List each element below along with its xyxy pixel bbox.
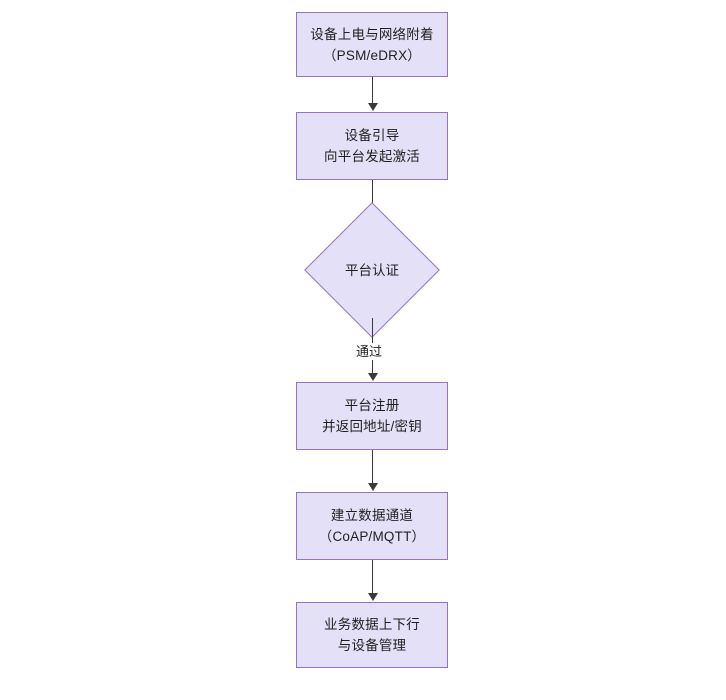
arrowhead-business-data xyxy=(368,593,378,601)
node-platform-register-line2: 并返回地址/密钥 xyxy=(322,419,422,434)
node-business-data-line2: 与设备管理 xyxy=(337,638,407,653)
arrowhead-bootstrap xyxy=(368,103,378,111)
node-power-on[interactable]: 设备上电与网络附着 （PSM/eDRX） xyxy=(296,12,448,77)
node-data-channel-line2: （CoAP/MQTT） xyxy=(318,529,426,544)
node-platform-auth-label: 平台认证 xyxy=(324,222,420,318)
node-bootstrap-line1: 设备引导 xyxy=(344,128,400,143)
node-power-on-line2: （PSM/eDRX） xyxy=(322,47,422,63)
node-platform-register-line1: 平台注册 xyxy=(344,398,400,413)
edge-data-channel-to-business xyxy=(372,560,373,594)
edge-register-to-data-channel xyxy=(372,450,373,484)
node-bootstrap[interactable]: 设备引导 向平台发起激活 xyxy=(296,112,448,180)
node-business-data-line1: 业务数据上下行 xyxy=(324,617,420,632)
node-business-data[interactable]: 业务数据上下行 与设备管理 xyxy=(296,602,448,668)
node-platform-auth-line1: 平台认证 xyxy=(345,262,399,278)
edge-power-on-to-bootstrap xyxy=(372,77,373,104)
edge-label-pass: 通过 xyxy=(355,343,384,360)
node-platform-register[interactable]: 平台注册 并返回地址/密钥 xyxy=(296,382,448,450)
node-bootstrap-line2: 向平台发起激活 xyxy=(324,149,420,164)
arrowhead-data-channel xyxy=(368,483,378,491)
node-data-channel-line1: 建立数据通道 xyxy=(330,508,414,523)
node-power-on-line1: 设备上电与网络附着 xyxy=(310,26,434,42)
node-data-channel[interactable]: 建立数据通道 （CoAP/MQTT） xyxy=(296,492,448,560)
arrowhead-platform-register xyxy=(368,373,378,381)
edge-bootstrap-to-platform-auth xyxy=(372,180,373,214)
